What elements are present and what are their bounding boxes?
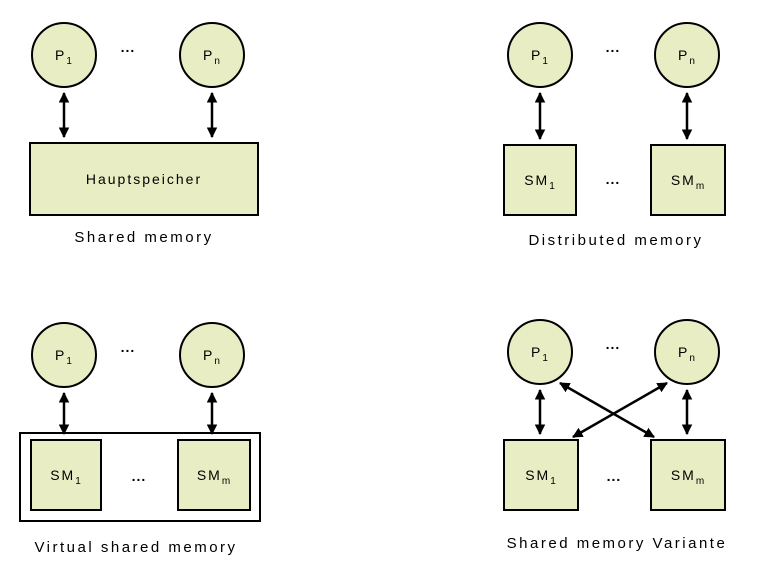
ellipsis-memories: ... — [606, 171, 621, 187]
cross-connector-arrow-pn-sm1 — [572, 381, 668, 439]
label-subscript: 1 — [542, 353, 549, 364]
memory-box-smm — [650, 439, 726, 511]
processor-node-pn — [179, 22, 245, 88]
label-subscript: m — [222, 476, 231, 487]
label-text: P — [531, 47, 542, 63]
panel-shared-memory-variante: P1 ... Pn SM1 ... SMm Shared memory Vari… — [503, 319, 728, 552]
processor-node-p1 — [507, 22, 573, 88]
label-text: SM — [197, 467, 222, 483]
memory-label-sm1: SM1 — [50, 467, 82, 487]
label-text: P — [203, 347, 214, 363]
memory-box-smm — [650, 144, 726, 216]
label-subscript: n — [214, 356, 221, 367]
label-text: P — [678, 47, 689, 63]
ellipsis-processors: ... — [606, 39, 621, 55]
label-subscript: 1 — [66, 356, 73, 367]
processor-node-p1 — [507, 319, 573, 385]
label-subscript: 1 — [66, 56, 73, 67]
memory-box-sm1 — [503, 439, 579, 511]
label-text: P — [55, 347, 66, 363]
processor-label-p1: P1 — [531, 47, 549, 67]
processor-label-p1: P1 — [531, 344, 549, 364]
ellipsis-memories: ... — [132, 468, 147, 484]
label-subscript: 1 — [549, 181, 556, 192]
label-subscript: 1 — [75, 476, 82, 487]
panel-caption-virtual-shared-memory: Virtual shared memory — [34, 539, 237, 556]
processor-node-p1 — [31, 322, 97, 388]
memory-box-smm — [177, 439, 251, 511]
label-subscript: n — [689, 353, 696, 364]
label-subscript: n — [689, 56, 696, 67]
label-text: SM — [671, 172, 696, 188]
processor-label-pn: Pn — [203, 347, 221, 367]
processor-label-p1: P1 — [55, 347, 73, 367]
memory-box-sm1 — [503, 144, 577, 216]
panel-caption-distributed-memory: Distributed memory — [528, 232, 703, 249]
memory-label-smm: SMm — [671, 467, 705, 487]
panel-virtual-shared-memory: P1 ... Pn SM1 ... SMm Virtual shared mem… — [19, 322, 261, 556]
ellipsis-memories: ... — [607, 468, 622, 484]
label-subscript: 1 — [550, 476, 557, 487]
label-text: P — [531, 344, 542, 360]
ellipsis-processors: ... — [606, 336, 621, 352]
label-text: SM — [525, 467, 550, 483]
label-subscript: m — [696, 181, 705, 192]
label-subscript: n — [214, 56, 221, 67]
panel-shared-memory: P1 ... Pn Hauptspeicher Shared memory — [29, 22, 259, 246]
label-text: SM — [50, 467, 75, 483]
memory-label-sm1: SM1 — [525, 467, 557, 487]
processor-node-pn — [179, 322, 245, 388]
memory-label-smm: SMm — [671, 172, 705, 192]
label-text: SM — [524, 172, 549, 188]
hauptspeicher-box — [29, 142, 259, 216]
label-text: P — [678, 344, 689, 360]
hauptspeicher-label: Hauptspeicher — [86, 171, 202, 187]
processor-node-pn — [654, 319, 720, 385]
panel-caption-shared-memory: Shared memory — [74, 229, 213, 246]
processor-node-pn — [654, 22, 720, 88]
processor-label-pn: Pn — [203, 47, 221, 67]
memory-box-sm1 — [30, 439, 102, 511]
label-text: SM — [671, 467, 696, 483]
panel-distributed-memory: P1 ... Pn SM1 ... SMm Distributed memory — [503, 22, 726, 249]
label-text: P — [55, 47, 66, 63]
processor-label-pn: Pn — [678, 344, 696, 364]
ellipsis-processors: ... — [121, 339, 136, 355]
memory-label-sm1: SM1 — [524, 172, 556, 192]
panel-caption-shared-memory-variante: Shared memory Variante — [507, 535, 728, 552]
label-subscript: 1 — [542, 56, 549, 67]
memory-label-smm: SMm — [197, 467, 231, 487]
processor-label-p1: P1 — [55, 47, 73, 67]
processor-node-p1 — [31, 22, 97, 88]
label-text: P — [203, 47, 214, 63]
processor-label-pn: Pn — [678, 47, 696, 67]
label-subscript: m — [696, 476, 705, 487]
ellipsis-processors: ... — [121, 39, 136, 55]
